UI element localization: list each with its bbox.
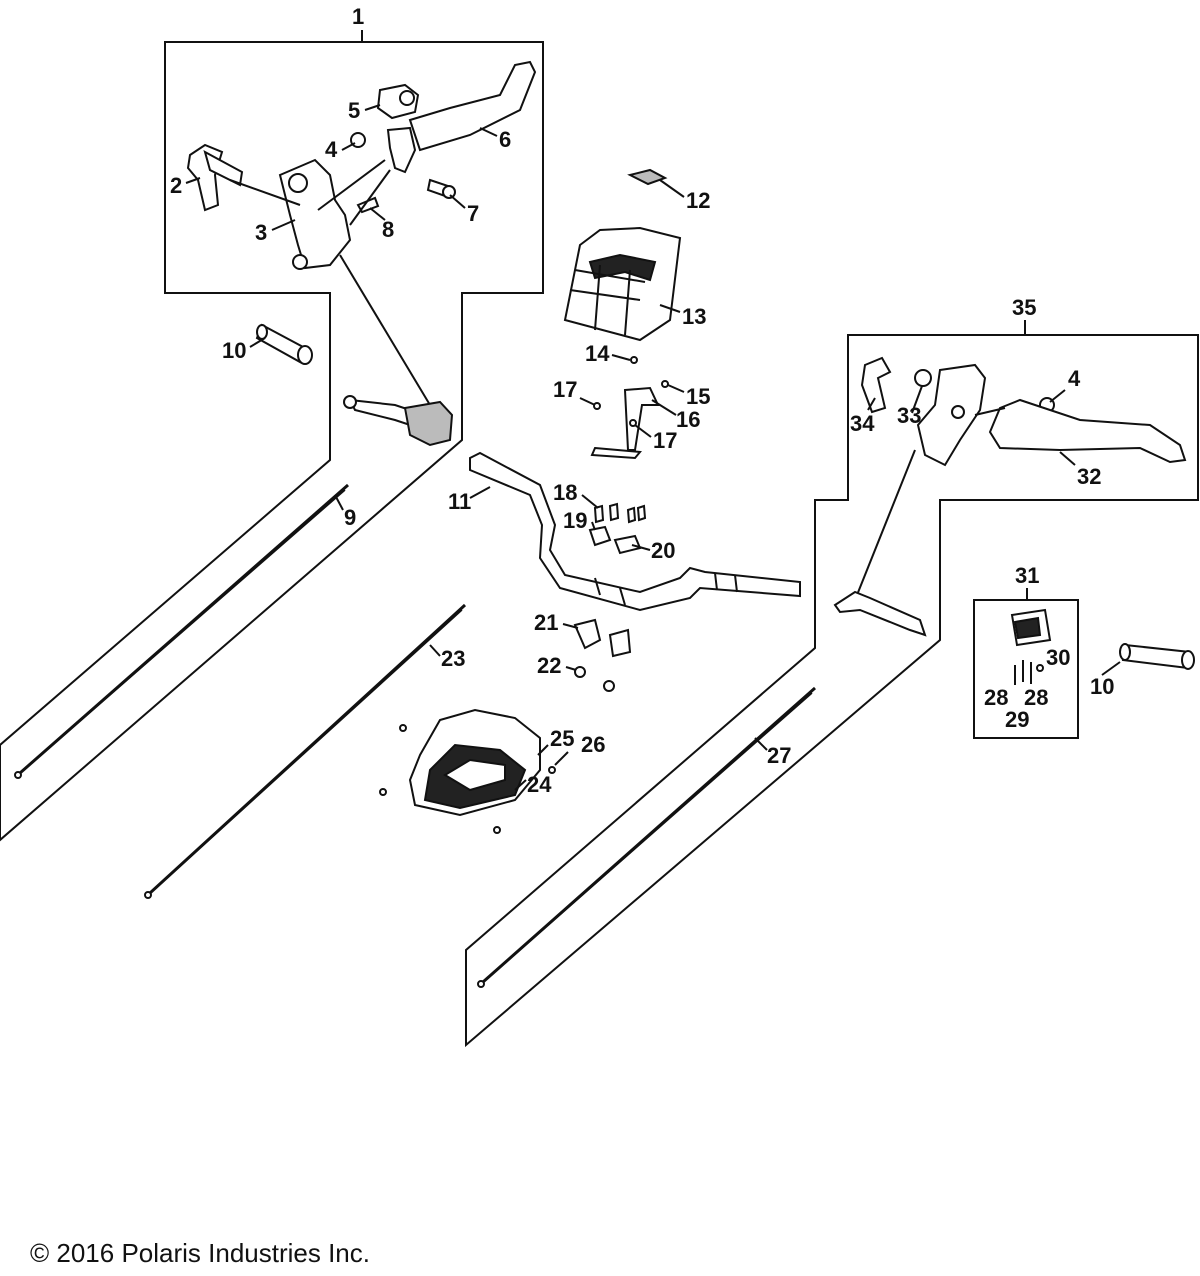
callout-35: 35 bbox=[1012, 295, 1036, 320]
callout-24: 24 bbox=[527, 772, 552, 797]
callout-7: 7 bbox=[467, 201, 479, 226]
callout-23: 23 bbox=[441, 646, 465, 671]
handlebar-cover bbox=[563, 226, 682, 342]
left-assembly-outline bbox=[0, 41, 544, 842]
clutch-lever-assembly bbox=[186, 60, 537, 406]
risers bbox=[573, 618, 632, 692]
copyright-notice: © 2016 Polaris Industries Inc. bbox=[30, 1238, 370, 1268]
callout-6: 6 bbox=[499, 127, 511, 152]
callout-4: 4 bbox=[325, 137, 338, 162]
callout-32: 32 bbox=[1077, 464, 1101, 489]
callout-5: 5 bbox=[348, 98, 360, 123]
callout-9: 9 bbox=[344, 505, 356, 530]
handlebar bbox=[469, 451, 801, 612]
callout-10-left: 10 bbox=[222, 338, 246, 363]
callout-13: 13 bbox=[682, 304, 706, 329]
callout-26: 26 bbox=[581, 732, 605, 757]
grip-right bbox=[1119, 643, 1195, 670]
callout-17-upper: 17 bbox=[553, 377, 577, 402]
leader-lines bbox=[185, 104, 1121, 791]
callout-25: 25 bbox=[550, 726, 574, 751]
callout-29: 29 bbox=[1005, 707, 1029, 732]
upper-clamps bbox=[588, 502, 647, 555]
callout-28-left: 28 bbox=[984, 685, 1008, 710]
callout-2: 2 bbox=[170, 173, 182, 198]
callout-31: 31 bbox=[1015, 563, 1039, 588]
lower-cover bbox=[379, 708, 556, 834]
right-assembly-outline bbox=[465, 334, 1199, 1048]
callout-27: 27 bbox=[767, 743, 791, 768]
callout-22: 22 bbox=[537, 653, 561, 678]
callout-18: 18 bbox=[553, 480, 577, 505]
part-12 bbox=[627, 168, 668, 186]
callout-33: 33 bbox=[897, 403, 921, 428]
brake-lever-assembly bbox=[854, 356, 1187, 601]
callout-8: 8 bbox=[382, 217, 394, 242]
callout-12: 12 bbox=[686, 188, 710, 213]
callout-1: 1 bbox=[352, 4, 364, 29]
callout-20: 20 bbox=[651, 538, 675, 563]
callout-10-right: 10 bbox=[1090, 674, 1114, 699]
callout-34: 34 bbox=[850, 411, 875, 436]
callout-14: 14 bbox=[585, 341, 610, 366]
callout-30: 30 bbox=[1046, 645, 1070, 670]
callout-16: 16 bbox=[676, 407, 700, 432]
callout-21: 21 bbox=[534, 610, 558, 635]
callout-11: 11 bbox=[448, 489, 471, 514]
switch-housing bbox=[1010, 608, 1052, 685]
callout-19: 19 bbox=[563, 508, 587, 533]
callout-4-right: 4 bbox=[1068, 366, 1081, 391]
brake-lever-right bbox=[833, 590, 927, 637]
callout-3: 3 bbox=[255, 220, 267, 245]
callout-17-lower: 17 bbox=[653, 428, 677, 453]
callout-28-right: 28 bbox=[1024, 685, 1048, 710]
callout-15: 15 bbox=[686, 384, 710, 409]
grip-left bbox=[255, 323, 313, 365]
brake-lever-left bbox=[343, 395, 454, 447]
